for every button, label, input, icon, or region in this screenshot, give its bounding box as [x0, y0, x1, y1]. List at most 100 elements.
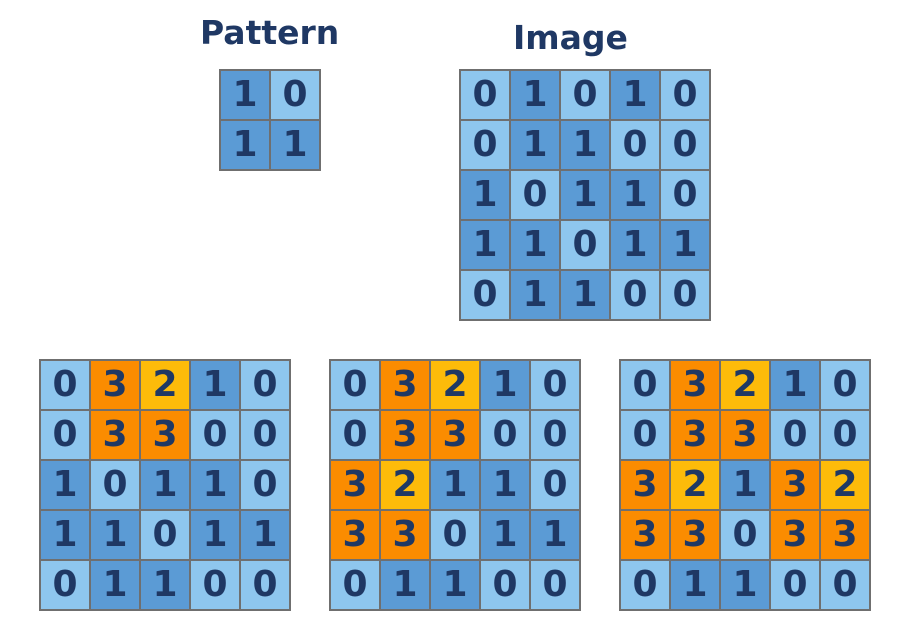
result-3-cell: 3: [671, 361, 719, 409]
result-2-cell: 0: [331, 361, 379, 409]
result-3-cell: 0: [821, 361, 869, 409]
result-3-cell: 2: [821, 461, 869, 509]
image-title: Image: [513, 18, 628, 57]
result-2-cell: 1: [481, 511, 529, 559]
image-cell: 0: [461, 71, 509, 119]
result-3-cell: 3: [621, 511, 669, 559]
pattern-cell: 0: [271, 71, 319, 119]
result-2-cell: 0: [531, 411, 579, 459]
result-3-cell: 3: [671, 411, 719, 459]
image-cell: 1: [661, 221, 709, 269]
result-2-cell: 3: [381, 361, 429, 409]
result-3-cell: 0: [821, 561, 869, 609]
result-1-cell: 1: [191, 511, 239, 559]
result-2-cell: 3: [331, 511, 379, 559]
result-2-cell: 1: [531, 511, 579, 559]
result-3-cell: 3: [771, 511, 819, 559]
result-3-cell: 1: [721, 561, 769, 609]
image-cell: 1: [561, 271, 609, 319]
result-2-cell: 1: [481, 361, 529, 409]
result-3-cell: 1: [671, 561, 719, 609]
image-cell: 0: [511, 171, 559, 219]
result-2-cell: 3: [331, 461, 379, 509]
result-1-cell: 1: [191, 361, 239, 409]
result-3-cell: 3: [771, 461, 819, 509]
result-1-cell: 0: [241, 361, 289, 409]
result-3-cell: 3: [671, 511, 719, 559]
result-1-cell: 1: [91, 561, 139, 609]
pattern-cell: 1: [221, 121, 269, 169]
result-2-cell: 3: [381, 411, 429, 459]
result-2-cell: 0: [431, 511, 479, 559]
result-1-cell: 0: [241, 461, 289, 509]
image-cell: 1: [511, 121, 559, 169]
result-2-cell: 0: [331, 411, 379, 459]
result-2-cell: 2: [431, 361, 479, 409]
image-cell: 0: [661, 71, 709, 119]
result-1-cell: 0: [241, 411, 289, 459]
result-3-cell: 0: [771, 411, 819, 459]
result-3-cell: 0: [621, 411, 669, 459]
result-3-cell: 0: [621, 361, 669, 409]
image-cell: 1: [561, 171, 609, 219]
result-2-cell: 0: [531, 461, 579, 509]
result-3-cell: 3: [621, 461, 669, 509]
image-cell: 1: [611, 221, 659, 269]
result-3-cell: 0: [621, 561, 669, 609]
result-1-cell: 1: [191, 461, 239, 509]
result-1-cell: 1: [241, 511, 289, 559]
image-cell: 0: [561, 221, 609, 269]
result-2-cell: 1: [431, 461, 479, 509]
result-2-cell: 1: [381, 561, 429, 609]
image-cell: 0: [611, 121, 659, 169]
image-cell: 0: [611, 271, 659, 319]
pattern-cell: 1: [221, 71, 269, 119]
result-1-cell: 3: [91, 411, 139, 459]
result-3-cell: 1: [771, 361, 819, 409]
result-3-cell: 2: [721, 361, 769, 409]
result-2-cell: 0: [531, 561, 579, 609]
image-cell: 1: [511, 71, 559, 119]
image-cell: 1: [511, 221, 559, 269]
result-1-cell: 0: [191, 411, 239, 459]
result-2-cell: 3: [381, 511, 429, 559]
result-1-cell: 2: [141, 361, 189, 409]
image-cell: 1: [561, 121, 609, 169]
result-1-cell: 1: [141, 461, 189, 509]
result-2-cell: 0: [481, 561, 529, 609]
image-cell: 1: [611, 71, 659, 119]
pattern-title: Pattern: [200, 13, 340, 52]
result-1-cell: 0: [41, 561, 89, 609]
result-3-cell: 0: [821, 411, 869, 459]
result-2-cell: 1: [481, 461, 529, 509]
result-3-cell: 1: [721, 461, 769, 509]
result-1-cell: 1: [141, 561, 189, 609]
result-1-cell: 0: [191, 561, 239, 609]
result-3-cell: 0: [721, 511, 769, 559]
result-1-cell: 1: [91, 511, 139, 559]
result-1-cell: 0: [241, 561, 289, 609]
image-cell: 0: [561, 71, 609, 119]
result-3-cell: 0: [771, 561, 819, 609]
result-1-cell: 0: [141, 511, 189, 559]
result-1-cell: 3: [91, 361, 139, 409]
image-cell: 1: [461, 171, 509, 219]
image-cell: 1: [611, 171, 659, 219]
result-1-cell: 0: [41, 361, 89, 409]
image-cell: 0: [661, 271, 709, 319]
result-2-cell: 0: [331, 561, 379, 609]
image-cell: 0: [461, 271, 509, 319]
result-2-cell: 2: [381, 461, 429, 509]
result-3-cell: 3: [721, 411, 769, 459]
image-cell: 1: [461, 221, 509, 269]
result-1-cell: 0: [41, 411, 89, 459]
result-1-cell: 1: [41, 461, 89, 509]
result-2-cell: 0: [481, 411, 529, 459]
result-1-cell: 1: [41, 511, 89, 559]
result-1-cell: 3: [141, 411, 189, 459]
